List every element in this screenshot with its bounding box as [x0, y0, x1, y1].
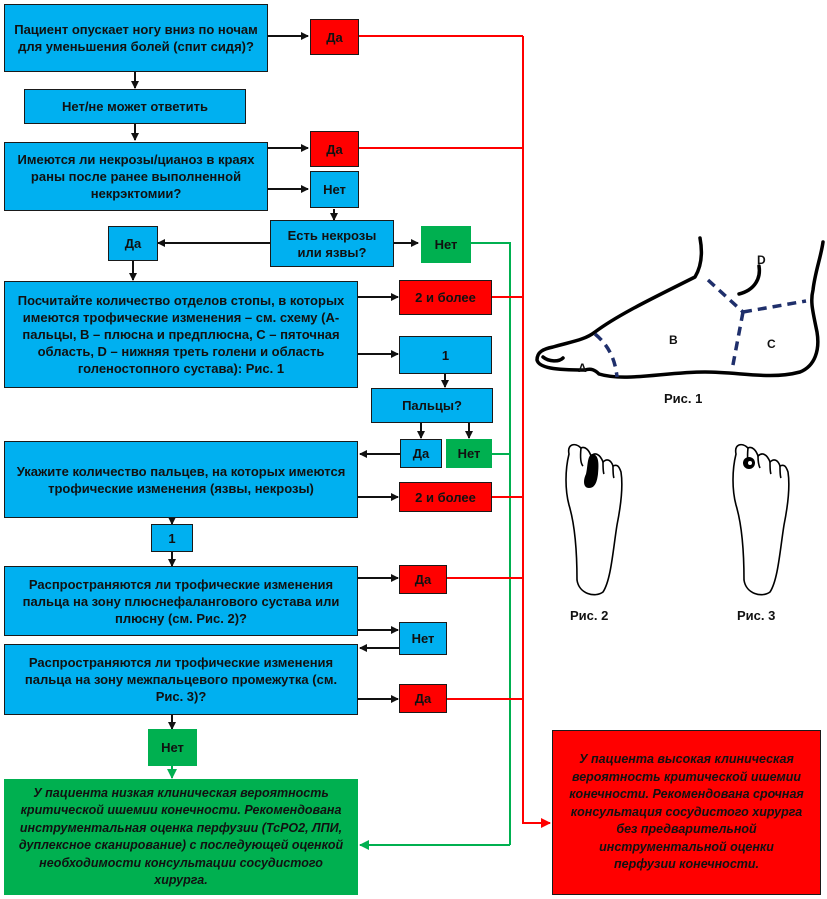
- answer-zones-one: 1: [399, 336, 492, 374]
- question-foot-zones-count: Посчитайте количество отделов стопы, в к…: [4, 281, 358, 388]
- toe-gap-2: [757, 455, 761, 469]
- question-night-pain: Пациент опускает ногу вниз по ночам для …: [4, 4, 268, 72]
- answer-no-cannot-answer: Нет/не может ответить: [24, 89, 246, 124]
- answer-no-necrosis: Нет: [310, 171, 359, 208]
- answer-no-metatarsal: Нет: [399, 622, 447, 655]
- zone-label-d: D: [757, 253, 766, 267]
- question-necrosis-after-necrectomy: Имеются ли некрозы/цианоз в краях раны п…: [4, 142, 268, 211]
- answer-yes-toes: Да: [400, 439, 442, 468]
- answer-no-ulcers: Нет: [421, 226, 471, 263]
- answer-yes-necrosis: Да: [310, 131, 359, 167]
- red-line-to-high-outcome: [522, 36, 551, 828]
- answer-yes-night-pain: Да: [310, 19, 359, 55]
- answer-yes-metatarsal: Да: [399, 565, 447, 594]
- zone-divider-b-c: [730, 311, 745, 371]
- outcome-low-probability: У пациента низкая клиническая вероятност…: [4, 779, 358, 895]
- answer-zones-two-or-more: 2 и более: [399, 280, 492, 315]
- zone-divider-c-d: [742, 299, 807, 314]
- figure-3-label: Рис. 3: [737, 608, 776, 623]
- question-metatarsophalangeal-spread: Распространяются ли трофические изменени…: [4, 566, 358, 636]
- foot-outline: [535, 236, 825, 379]
- figure-interdigital-lesion: [732, 443, 790, 596]
- question-toes: Пальцы?: [371, 388, 493, 423]
- figure-1-label: Рис. 1: [664, 391, 703, 406]
- answer-no-interdigital: Нет: [148, 729, 197, 766]
- sole-outline: [732, 443, 790, 596]
- ankle-bone: [737, 264, 762, 296]
- toe-gap-1: [579, 447, 584, 467]
- figure-foot-zones: [535, 236, 825, 379]
- outcome-high-probability: У пациента высокая клиническая вероятнос…: [552, 730, 821, 895]
- zone-label-a: A: [578, 361, 587, 375]
- answer-yes-interdigital: Да: [399, 684, 447, 713]
- question-interdigital-spread: Распространяются ли трофические изменени…: [4, 644, 358, 715]
- answer-toes-two-or-more: 2 и более: [399, 482, 492, 512]
- foot-toenail: [541, 355, 565, 363]
- sole-outline: [565, 443, 623, 596]
- answer-no-toes: Нет: [446, 439, 492, 468]
- green-line-q3-no: [471, 242, 511, 845]
- question-necrosis-or-ulcers: Есть некрозы или язвы?: [270, 220, 394, 267]
- answer-toes-one: 1: [151, 524, 193, 552]
- toe-gap-3: [602, 461, 605, 475]
- zone-divider-b-d: [706, 278, 745, 314]
- figure-metatarsal-lesion: [565, 443, 623, 596]
- toe-gap-3: [769, 461, 772, 475]
- lesion-metatarsal: [584, 454, 599, 488]
- zone-label-c: C: [767, 337, 776, 351]
- zone-label-b: B: [669, 333, 678, 347]
- toe-gap-4: [779, 465, 782, 479]
- zone-divider-a-b: [593, 332, 619, 378]
- toe-gap-4: [612, 465, 615, 479]
- question-toes-count: Укажите количество пальцев, на которых и…: [4, 441, 358, 518]
- figure-2-label: Рис. 2: [570, 608, 609, 623]
- answer-yes-ulcers: Да: [108, 226, 158, 261]
